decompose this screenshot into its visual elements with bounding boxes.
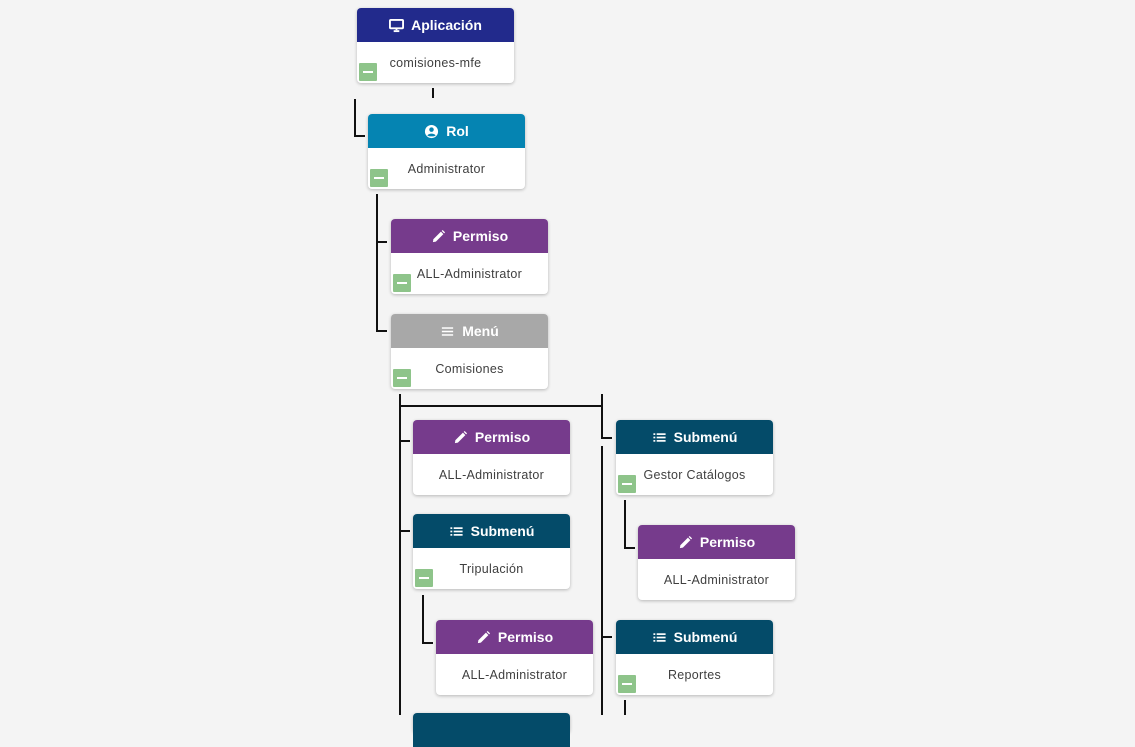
node-title: Rol <box>446 123 469 139</box>
node-title: Menú <box>462 323 499 339</box>
minus-icon <box>397 377 407 379</box>
node-permiso[interactable]: Permiso ALL-Administrator <box>638 525 795 600</box>
pencil-icon <box>678 535 693 550</box>
minus-icon <box>363 71 373 73</box>
node-header: Submenú <box>413 514 570 548</box>
list-icon <box>652 630 667 645</box>
node-submenu-tripulacion[interactable]: Submenú Tripulación <box>413 514 570 589</box>
node-title: Permiso <box>474 429 531 445</box>
node-value: Administrator <box>407 161 486 176</box>
node-header: Permiso <box>638 525 795 559</box>
monitor-icon <box>389 18 405 33</box>
collapse-button[interactable] <box>359 63 377 81</box>
pencil-icon <box>453 430 468 445</box>
node-title: Submenú <box>673 429 738 445</box>
node-title: Permiso <box>699 534 756 550</box>
collapse-button[interactable] <box>370 169 388 187</box>
pencil-icon <box>476 630 491 645</box>
node-title: Permiso <box>452 228 509 244</box>
hamburger-icon <box>440 324 455 339</box>
node-title: Permiso <box>497 629 554 645</box>
node-value: Gestor Catálogos <box>643 467 746 482</box>
node-value: Reportes <box>667 667 722 682</box>
edge-rol-children <box>376 194 387 332</box>
minus-icon <box>622 483 632 485</box>
node-header: Rol <box>368 114 525 148</box>
node-header <box>413 713 570 747</box>
node-title: Submenú <box>470 523 535 539</box>
node-header: Aplicación <box>357 8 514 42</box>
collapse-button[interactable] <box>618 475 636 493</box>
minus-icon <box>622 683 632 685</box>
node-header: Permiso <box>413 420 570 454</box>
node-permiso[interactable]: Permiso ALL-Administrator <box>413 420 570 495</box>
node-next-partial[interactable] <box>413 713 570 747</box>
node-value: ALL-Administrator <box>438 467 545 482</box>
node-menu[interactable]: Menú Comisiones <box>391 314 548 389</box>
node-value: comisiones-mfe <box>389 55 482 70</box>
connector-lines <box>354 88 635 715</box>
collapse-button[interactable] <box>618 675 636 693</box>
node-header: Permiso <box>436 620 593 654</box>
node-submenu-reportes[interactable]: Submenú Reportes <box>616 620 773 695</box>
node-permiso[interactable]: Permiso ALL-Administrator <box>436 620 593 695</box>
collapse-button[interactable] <box>393 274 411 292</box>
node-value: Comisiones <box>435 361 504 376</box>
edge-tripulacion-perm <box>422 595 433 644</box>
node-header: Submenú <box>616 620 773 654</box>
node-aplicacion[interactable]: Aplicación comisiones-mfe <box>357 8 514 83</box>
collapse-button[interactable] <box>415 569 433 587</box>
list-icon <box>652 430 667 445</box>
account-circle-icon <box>424 124 439 139</box>
node-header: Permiso <box>391 219 548 253</box>
list-icon <box>449 524 464 539</box>
minus-icon <box>374 177 384 179</box>
node-title: Aplicación <box>411 17 482 33</box>
minus-icon <box>419 577 429 579</box>
node-submenu-gestor-catalogos[interactable]: Submenú Gestor Catálogos <box>616 420 773 495</box>
pencil-icon <box>431 229 446 244</box>
node-header: Submenú <box>616 420 773 454</box>
node-permiso[interactable]: Permiso ALL-Administrator <box>391 219 548 294</box>
node-rol[interactable]: Rol Administrator <box>368 114 525 189</box>
edge-menu-right-top <box>601 394 612 439</box>
node-header: Menú <box>391 314 548 348</box>
node-value: ALL-Administrator <box>416 266 523 281</box>
node-value: Tripulación <box>459 561 524 576</box>
node-value: ALL-Administrator <box>461 667 568 682</box>
node-title: Submenú <box>673 629 738 645</box>
minus-icon <box>397 282 407 284</box>
edge-app-rol-elbow <box>354 99 365 137</box>
collapse-button[interactable] <box>393 369 411 387</box>
edge-gestor-perm <box>624 500 635 549</box>
node-value: ALL-Administrator <box>663 572 770 587</box>
